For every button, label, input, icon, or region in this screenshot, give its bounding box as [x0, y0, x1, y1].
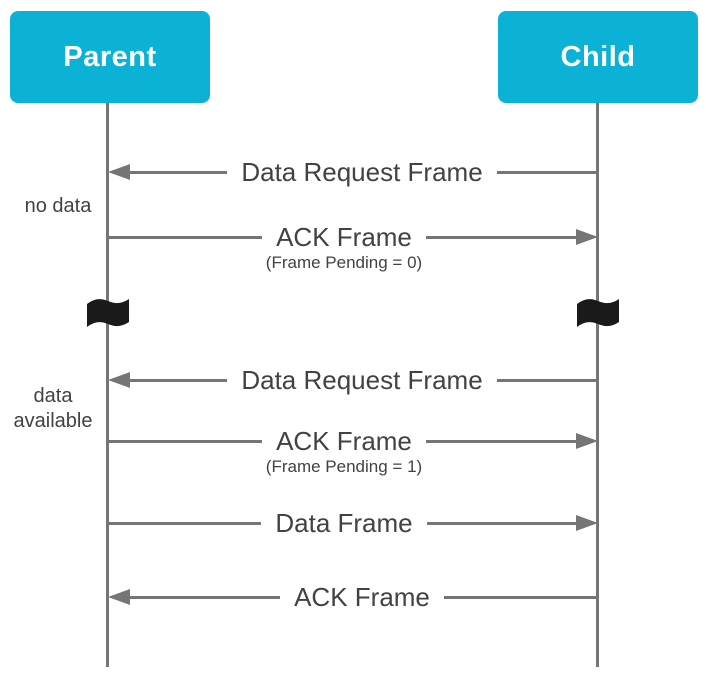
message-line: [108, 439, 263, 443]
message-label: ACK Frame: [276, 221, 412, 252]
message-label: ACK Frame: [294, 581, 430, 612]
node-child-label: Child: [560, 40, 636, 73]
message-line: [126, 170, 228, 174]
message-data-request-2: Data Request Frame: [108, 362, 599, 398]
arrowhead-right-icon: [576, 515, 599, 531]
message-sublabel: (Frame Pending = 1): [265, 456, 423, 476]
message-label-wrap: ACK Frame (Frame Pending = 1): [262, 425, 426, 476]
node-parent: Parent: [10, 11, 210, 103]
message-line: [126, 595, 281, 599]
arrowhead-right-icon: [576, 433, 598, 449]
node-child: Child: [498, 11, 698, 103]
message-label-wrap: ACK Frame (Frame Pending = 0): [262, 221, 426, 272]
arrowhead-left-icon: [108, 164, 130, 180]
note-data-available: data available: [13, 385, 93, 432]
message-label-wrap: Data Request Frame: [227, 365, 496, 396]
arrowhead-right-icon: [576, 229, 598, 245]
message-label: Data Request Frame: [241, 364, 483, 395]
message-line: [426, 521, 581, 525]
message-label-wrap: Data Request Frame: [227, 157, 496, 188]
message-line: [108, 235, 263, 239]
flag-icon: [87, 299, 129, 327]
message-line: [425, 439, 580, 443]
message-ack-pending-1: ACK Frame (Frame Pending = 1): [108, 423, 598, 476]
message-label-wrap: ACK Frame: [280, 582, 444, 613]
message-data-frame: Data Frame: [108, 505, 599, 541]
message-line: [108, 521, 262, 525]
node-parent-label: Parent: [63, 40, 157, 73]
message-sublabel: (Frame Pending = 0): [265, 252, 423, 272]
message-line: [496, 170, 599, 174]
arrowhead-left-icon: [108, 589, 130, 605]
message-label-wrap: Data Frame: [261, 508, 426, 539]
message-label: ACK Frame: [276, 425, 412, 456]
message-label: Data Frame: [275, 507, 413, 538]
message-line: [126, 378, 228, 382]
lifeline-child: [596, 103, 599, 667]
message-line: [443, 595, 598, 599]
message-line: [496, 378, 599, 382]
flag-icon: [577, 299, 619, 327]
note-no-data: no data: [24, 195, 92, 217]
message-data-request-1: Data Request Frame: [108, 154, 599, 190]
message-line: [425, 235, 580, 239]
message-label: Data Request Frame: [241, 156, 483, 187]
message-ack-final: ACK Frame: [108, 579, 598, 615]
message-ack-pending-0: ACK Frame (Frame Pending = 0): [108, 219, 598, 272]
arrowhead-left-icon: [108, 372, 130, 388]
lifeline-parent: [106, 103, 109, 667]
